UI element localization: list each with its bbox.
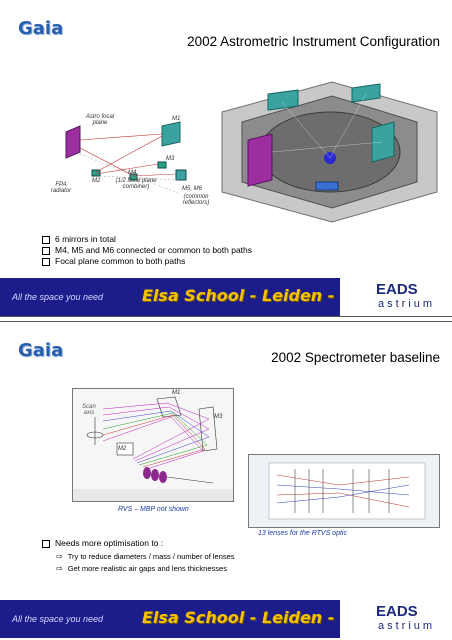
instrument-render xyxy=(221,81,438,223)
list-item: Focal plane common to both paths xyxy=(42,256,252,267)
checkbox-icon xyxy=(42,246,50,255)
lens-diagram xyxy=(248,454,440,528)
label-m4: M4 xyxy=(128,170,137,176)
label-m1: M1 xyxy=(172,116,181,122)
label-m3: M3 xyxy=(214,414,223,420)
label-fpa: FPA radiator xyxy=(50,182,72,194)
focal-plane-shape xyxy=(65,125,81,159)
rvs-caption: RVS – MBP not shown xyxy=(118,506,189,513)
m3-mirror-shape xyxy=(198,406,218,452)
arrow-icon: ⇨ xyxy=(56,564,63,573)
m1-render xyxy=(267,89,299,111)
label-m2: M2 xyxy=(118,446,127,452)
slide-astrometric: Gaia 2002 Astrometric Instrument Configu… xyxy=(0,0,452,316)
sub-bullet-list: ⇨Try to reduce diameters / mass / number… xyxy=(56,551,235,575)
m1-mirror-shape xyxy=(161,121,181,147)
checkbox-icon xyxy=(42,539,50,548)
m1-mirror-shape xyxy=(156,396,182,418)
ray-diagram xyxy=(72,388,234,502)
focal-plane-render xyxy=(247,133,273,187)
gaia-logo: Gaia xyxy=(18,340,64,361)
label-astro-focal: Astro focal plane xyxy=(85,114,115,126)
footer-tagline: All the space you need xyxy=(12,614,104,624)
checkbox-icon xyxy=(42,235,50,244)
m1-render-2 xyxy=(351,83,381,103)
footer-tagline: All the space you need xyxy=(12,292,104,302)
footer-bar: All the space you need Elsa School - Lei… xyxy=(0,600,452,638)
label-m4-sub: (1/2 focal plane combiner) xyxy=(115,178,157,190)
arrow-icon: ⇨ xyxy=(56,552,63,561)
m3-mirror-shape xyxy=(157,161,167,169)
list-item: ⇨Try to reduce diameters / mass / number… xyxy=(56,552,235,561)
footer-bar: All the space you need Elsa School - Lei… xyxy=(0,278,452,316)
m2-mirror-shape xyxy=(116,442,134,456)
slide-title: 2002 Astrometric Instrument Configuratio… xyxy=(187,34,440,49)
gaia-logo: Gaia xyxy=(18,18,64,39)
m2-mirror-shape xyxy=(91,169,101,177)
slide-spectrometer: Gaia 2002 Spectrometer baseline xyxy=(0,322,452,638)
label-m56: M5, M6 xyxy=(182,186,203,192)
bullet-list: 6 mirrors in total M4, M5 and M6 connect… xyxy=(42,234,252,267)
mirror-diagram xyxy=(65,121,187,195)
label-m2: M2 xyxy=(92,178,101,184)
label-m1: M1 xyxy=(172,390,181,396)
eads-astrium-logo: EADS astrium xyxy=(340,600,452,638)
m3-render xyxy=(371,121,395,163)
label-m56-sub: (common reflectors) xyxy=(182,194,210,206)
m4-render xyxy=(315,181,339,191)
list-item: M4, M5 and M6 connected or common to bot… xyxy=(42,245,252,256)
lens-caption: 13 lenses for the RTVS optic xyxy=(258,530,347,537)
eads-astrium-logo: EADS astrium xyxy=(340,278,452,316)
bullet-list: Needs more optimisation to : xyxy=(42,538,163,549)
label-scan-axis: Scan axis xyxy=(82,404,96,416)
slide-separator xyxy=(0,316,452,322)
list-item: 6 mirrors in total xyxy=(42,234,252,245)
list-item: Needs more optimisation to : xyxy=(42,538,163,549)
slide-title: 2002 Spectrometer baseline xyxy=(271,350,440,365)
label-m3: M3 xyxy=(166,156,175,162)
m56-mirror-shape xyxy=(175,169,187,181)
list-item: ⇨Get more realistic air gaps and lens th… xyxy=(56,564,227,573)
checkbox-icon xyxy=(42,257,50,266)
